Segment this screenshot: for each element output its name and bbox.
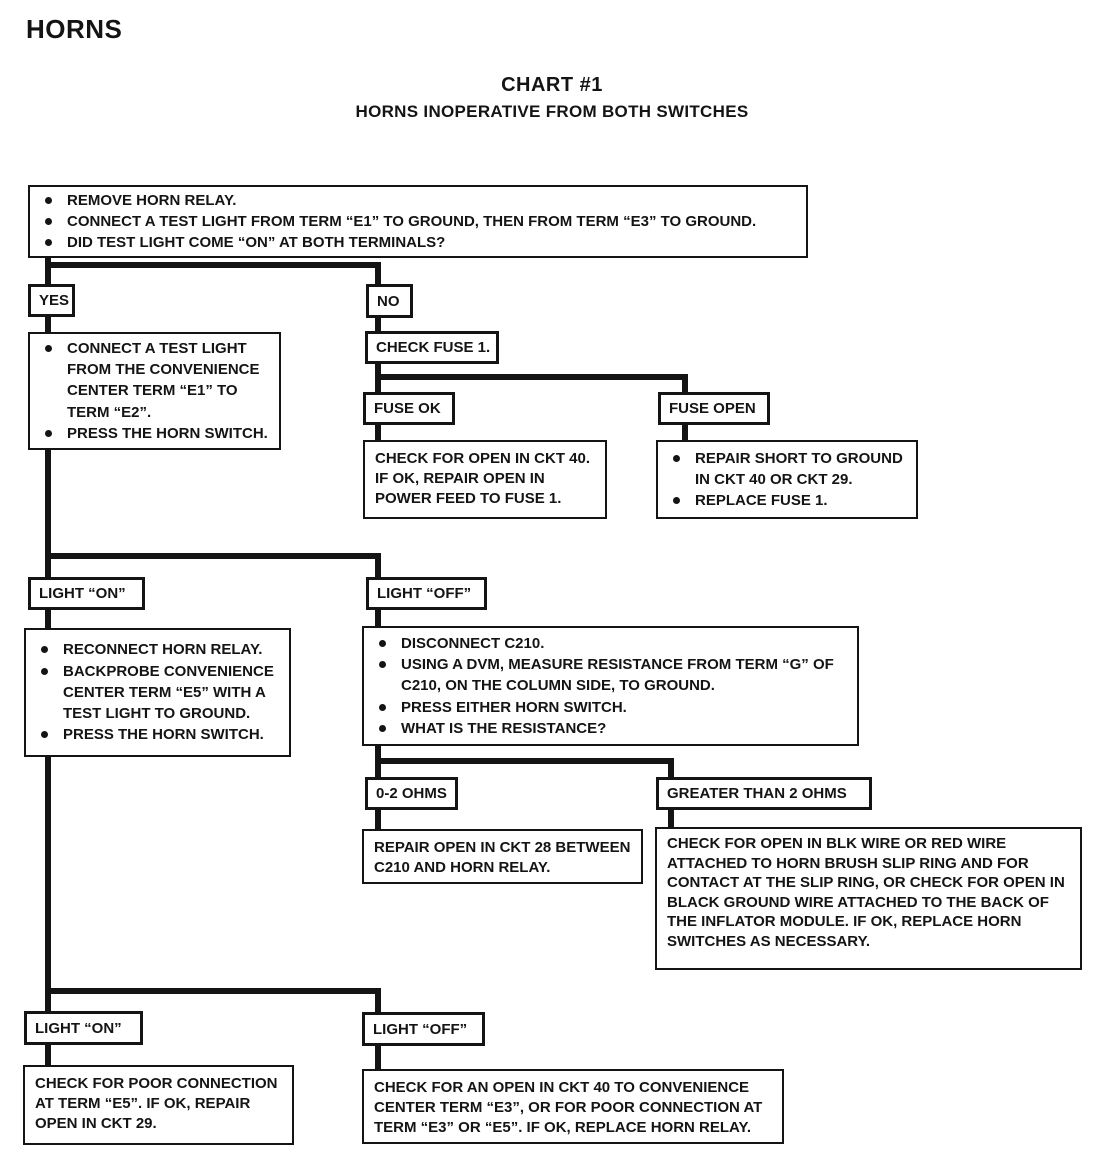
connector-lightoff1-to-disconnect — [375, 609, 381, 627]
bullet-item: WHAT IS THE RESISTANCE? — [376, 718, 847, 739]
bullet-item: PRESS THE HORN SWITCH. — [38, 724, 279, 745]
bullet-icon — [41, 646, 48, 654]
bullet-text: PRESS THE HORN SWITCH. — [63, 726, 264, 744]
bullet-item: CONNECT A TEST LIGHT FROM THE CONVENIENC… — [42, 338, 269, 423]
bullet-icon — [45, 344, 52, 352]
bullet-text: CONNECT A TEST LIGHT FROM TERM “E1” TO G… — [67, 212, 757, 230]
bullet-item: CONNECT A TEST LIGHT FROM TERM “E1” TO G… — [42, 211, 796, 232]
bullet-text: REMOVE HORN RELAY. — [67, 191, 237, 209]
bullet-item: REPAIR SHORT TO GROUND IN CKT 40 OR CKT … — [670, 448, 906, 491]
bullet-text: DISCONNECT C210. — [401, 634, 545, 652]
node-check-slip-ring-result: CHECK FOR OPEN IN BLK WIRE OR RED WIRE A… — [655, 827, 1082, 970]
connector-ohmslow-to-result — [375, 809, 381, 830]
bullet-item: USING A DVM, MEASURE RESISTANCE FROM TER… — [376, 654, 847, 697]
connector-fuseopen-to-result — [682, 424, 688, 441]
bullet-text: USING A DVM, MEASURE RESISTANCE FROM TER… — [401, 656, 834, 695]
bullet-icon — [673, 497, 680, 505]
connector-start-branch — [45, 262, 381, 268]
node-connect-test-light: CONNECT A TEST LIGHT FROM THE CONVENIENC… — [28, 332, 281, 450]
bullet-item: PRESS THE HORN SWITCH. — [42, 423, 269, 444]
bullet-item: REMOVE HORN RELAY. — [42, 190, 796, 211]
node-reconnect-relay: RECONNECT HORN RELAY. BACKPROBE CONVENIE… — [24, 628, 291, 757]
page-title: HORNS — [26, 14, 123, 44]
node-yes-label: YES — [28, 284, 75, 317]
connector-lightoff2-to-result — [375, 1045, 381, 1070]
bullet-item: BACKPROBE CONVENIENCE CENTER TERM “E5” W… — [38, 661, 279, 725]
bullet-icon — [379, 724, 386, 732]
node-open-ckt40-result: CHECK FOR OPEN IN CKT 40. IF OK, REPAIR … — [363, 440, 607, 519]
bullet-icon — [45, 217, 52, 225]
bullet-icon — [45, 196, 52, 204]
chart-heading: CHART #1 HORNS INOPERATIVE FROM BOTH SWI… — [0, 74, 1104, 122]
connector-start-to-yes — [45, 258, 51, 286]
bullet-icon — [41, 667, 48, 675]
bullet-text: PRESS THE HORN SWITCH. — [67, 424, 268, 442]
node-repair-ckt28-result: REPAIR OPEN IN CKT 28 BETWEEN C210 AND H… — [362, 829, 643, 884]
node-start: REMOVE HORN RELAY. CONNECT A TEST LIGHT … — [28, 185, 808, 258]
bullet-item: DID TEST LIGHT COME “ON” AT BOTH TERMINA… — [42, 232, 796, 253]
node-light-on-1-label: LIGHT “ON” — [28, 577, 145, 610]
node-poor-connection-result: CHECK FOR POOR CONNECTION AT TERM “E5”. … — [23, 1065, 294, 1145]
node-disconnect-c210: DISCONNECT C210. USING A DVM, MEASURE RE… — [362, 626, 859, 746]
node-fuse-ok-label: FUSE OK — [363, 392, 455, 425]
bullet-icon — [45, 429, 52, 437]
connector-no-to-checkfuse — [375, 317, 381, 332]
bullet-icon — [41, 731, 48, 739]
bullet-icon — [379, 703, 386, 711]
bullet-icon — [379, 639, 386, 647]
node-check-fuse: CHECK FUSE 1. — [365, 331, 499, 364]
node-light-off-1-label: LIGHT “OFF” — [366, 577, 487, 610]
bullet-text: WHAT IS THE RESISTANCE? — [401, 719, 607, 737]
connector-lighton1-to-reconnect — [45, 609, 51, 629]
bullet-text: CONNECT A TEST LIGHT FROM THE CONVENIENC… — [67, 339, 260, 421]
node-open-ckt40-e3-result: CHECK FOR AN OPEN IN CKT 40 TO CONVENIEN… — [362, 1069, 784, 1144]
bullet-text: PRESS EITHER HORN SWITCH. — [401, 698, 627, 716]
node-ohms-low-label: 0-2 OHMS — [365, 777, 458, 810]
bullet-item: DISCONNECT C210. — [376, 633, 847, 654]
node-ohms-high-label: GREATER THAN 2 OHMS — [656, 777, 872, 810]
connector-yes-to-action — [45, 316, 51, 333]
bullet-item: PRESS EITHER HORN SWITCH. — [376, 697, 847, 718]
bullet-text: REPLACE FUSE 1. — [695, 492, 828, 510]
bullet-icon — [45, 239, 52, 247]
connector-drop-to-light-off-1 — [375, 553, 381, 578]
bullet-icon — [379, 661, 386, 669]
connector-drop-to-light-off-2 — [375, 988, 381, 1013]
bullet-item: REPLACE FUSE 1. — [670, 490, 906, 511]
connector-ohms-branch — [375, 758, 674, 764]
connector-light-branch-1 — [45, 553, 381, 559]
connector-light-branch-2 — [45, 988, 381, 994]
connector-left-spine-1 — [45, 445, 51, 578]
node-no-label: NO — [366, 284, 413, 318]
bullet-icon — [673, 454, 680, 462]
chart-title: CHART #1 — [501, 74, 603, 96]
chart-subtitle: HORNS INOPERATIVE FROM BOTH SWITCHES — [355, 102, 749, 121]
bullet-item: RECONNECT HORN RELAY. — [38, 639, 279, 660]
bullet-text: DID TEST LIGHT COME “ON” AT BOTH TERMINA… — [67, 234, 446, 252]
node-repair-short-result: REPAIR SHORT TO GROUND IN CKT 40 OR CKT … — [656, 440, 918, 519]
connector-fuseok-to-result — [375, 424, 381, 441]
bullet-text: REPAIR SHORT TO GROUND IN CKT 40 OR CKT … — [695, 449, 903, 488]
connector-drop-to-ohms-high — [668, 758, 674, 778]
connector-left-spine-2 — [45, 757, 51, 1013]
node-light-on-2-label: LIGHT “ON” — [24, 1011, 143, 1045]
node-light-off-2-label: LIGHT “OFF” — [362, 1012, 485, 1046]
connector-fuse-branch — [375, 374, 688, 380]
node-fuse-open-label: FUSE OPEN — [658, 392, 770, 425]
bullet-text: RECONNECT HORN RELAY. — [63, 641, 263, 659]
connector-drop-to-fuseopen — [682, 374, 688, 393]
bullet-text: BACKPROBE CONVENIENCE CENTER TERM “E5” W… — [63, 662, 274, 723]
connector-ohmshigh-to-result — [668, 809, 674, 828]
connector-drop-to-no — [375, 262, 381, 285]
connector-lighton2-to-result — [45, 1044, 51, 1066]
